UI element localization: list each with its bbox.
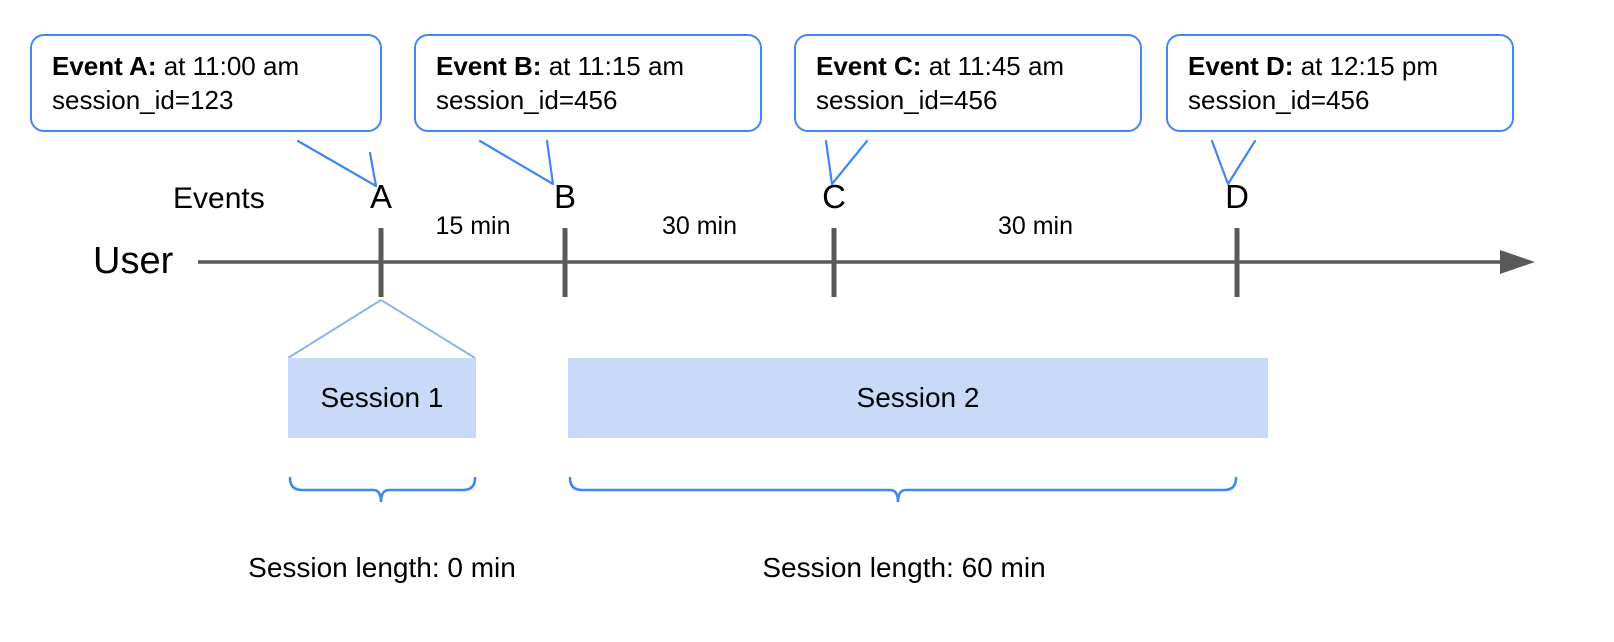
callout-event-a[interactable]: Event A: at 11:00 am session_id=123 [30,34,382,132]
session2-brace [568,476,1238,503]
callout-a-line1: Event A: at 11:00 am [52,50,364,84]
callout-b-title: Event B: [436,51,542,81]
callout-b-line1: Event B: at 11:15 am [436,50,744,84]
event-letter-d: D [1225,178,1249,215]
callout-event-d[interactable]: Event D: at 12:15 pm session_id=456 [1166,34,1514,132]
session-length-1: Session length: 0 min [248,552,516,583]
lane-label-events: Events [173,182,265,215]
session-bar-2[interactable]: Session 2 [568,358,1268,438]
callout-a-time: at 11:00 am [156,51,300,81]
callout-event-c[interactable]: Event C: at 11:45 am session_id=456 [794,34,1142,132]
callout-c-session: session_id=456 [816,84,998,115]
callout-d-line1: Event D: at 12:15 pm [1188,50,1496,84]
session-bar-1[interactable]: Session 1 [288,358,476,438]
session1-guide-right [380,299,476,359]
callout-d-session: session_id=456 [1188,84,1370,115]
callout-b-time: at 11:15 am [541,51,685,81]
callout-d-title: Event D: [1188,51,1294,81]
callout-b-session: session_id=456 [436,84,618,115]
callout-c-title: Event C: [816,51,922,81]
callout-tail-b [478,139,555,186]
gap-label-a-b: 15 min [435,212,511,240]
callout-a-session: session_id=123 [52,84,234,115]
gap-label-c-d: 30 min [997,212,1074,240]
session-bar-1-label: Session 1 [320,382,444,413]
lane-label-user: User [93,240,174,282]
event-letter-b: B [553,178,576,215]
callout-a-title: Event A: [52,51,157,81]
session-length-2: Session length: 60 min [762,552,1046,583]
session-bar-2-label: Session 2 [856,382,980,413]
event-letter-a: A [369,178,392,215]
event-letter-c: C [822,178,846,215]
session1-brace [288,476,477,503]
callout-event-b[interactable]: Event B: at 11:15 am session_id=456 [414,34,762,132]
timeline-arrowhead [1500,250,1535,274]
session1-guide-left [287,299,382,359]
gap-label-b-c: 30 min [661,212,738,240]
callout-d-time: at 12:15 pm [1293,51,1439,81]
callout-c-time: at 11:45 am [921,51,1065,81]
callout-c-line1: Event C: at 11:45 am [816,50,1124,84]
